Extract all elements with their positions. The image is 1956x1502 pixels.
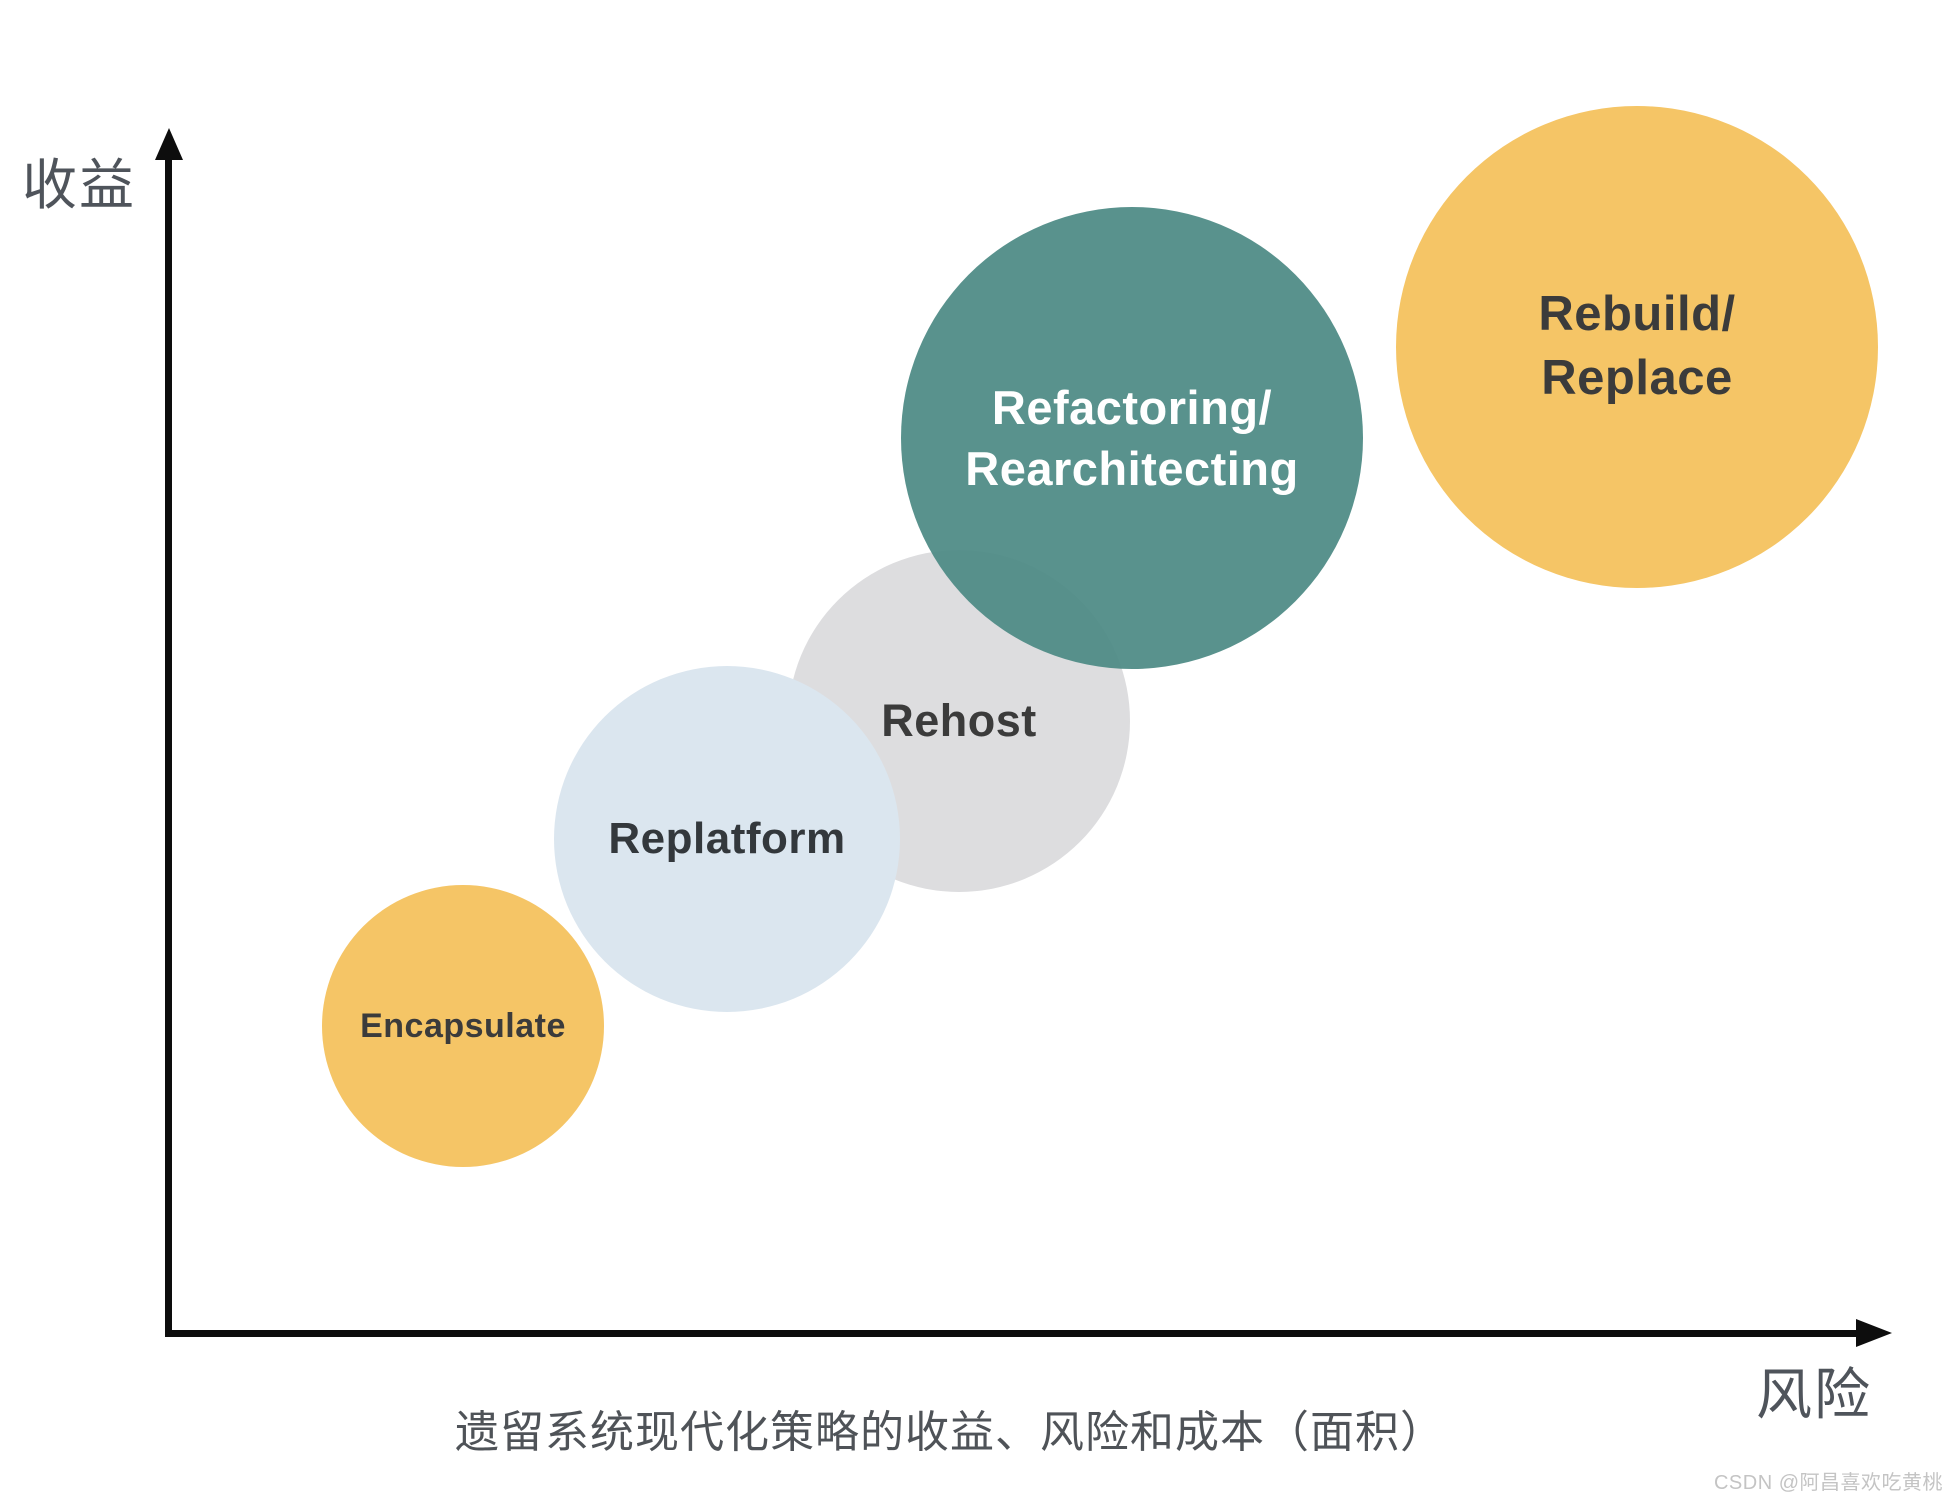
bubble-label: Refactoring/: [991, 380, 1273, 434]
y-axis-line: [165, 152, 172, 1337]
bubble-replatform: Replatform: [554, 666, 900, 1012]
x-axis-line: [165, 1330, 1857, 1337]
y-axis-label: 收益: [22, 154, 137, 216]
bubble-label: Replatform: [608, 814, 846, 864]
bubble-rebuild-replace: Rebuild/Replace: [1396, 106, 1878, 588]
watermark: CSDN @阿昌喜欢吃黄桃: [1713, 1472, 1943, 1494]
bubble-label: Rebuild/: [1538, 287, 1736, 342]
x-axis-arrow-icon: [1856, 1319, 1892, 1347]
y-axis-arrow-icon: [155, 128, 183, 160]
bubble-label: Replace: [1541, 351, 1733, 405]
bubble-label: Encapsulate: [360, 1006, 566, 1045]
chart-caption: 遗留系统现代化策略的收益、风险和成本（面积）: [455, 1408, 1445, 1457]
bubble-label: Rehost: [881, 694, 1037, 746]
bubble-refactoring-rearchitecting: Refactoring/Rearchitecting: [901, 207, 1363, 669]
bubble-encapsulate: Encapsulate: [322, 885, 604, 1167]
bubble-label: Rearchitecting: [965, 442, 1299, 495]
x-axis-label: 风险: [1756, 1363, 1872, 1426]
